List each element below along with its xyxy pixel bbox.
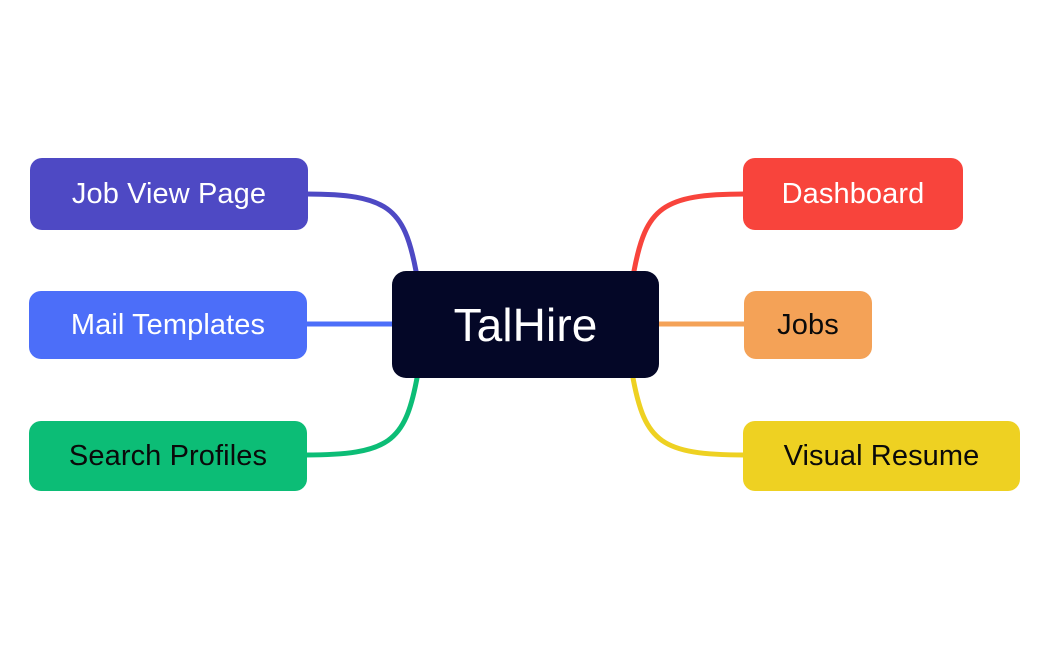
connector-search-profiles (302, 375, 420, 458)
connector-job-view-page (303, 191, 419, 274)
connector-dashboard (631, 191, 748, 274)
mindmap-central-node[interactable]: TalHire (392, 271, 659, 378)
mindmap-node-jobs[interactable]: Jobs (744, 291, 872, 359)
mindmap-node-job-view-page[interactable]: Job View Page (30, 158, 308, 230)
connector-visual-resume (630, 375, 748, 458)
mindmap-node-label: Search Profiles (68, 439, 268, 472)
mindmap-node-label: Visual Resume (783, 439, 980, 472)
mindmap-central-node-label: TalHire (453, 298, 598, 351)
mindmap-node-label: Mail Templates (70, 308, 266, 341)
mindmap-node-label: Dashboard (781, 177, 925, 210)
mindmap-node-visual-resume[interactable]: Visual Resume (743, 421, 1020, 491)
mindmap-node-search-profiles[interactable]: Search Profiles (29, 421, 307, 491)
mindmap-node-label: Job View Page (71, 177, 267, 210)
mindmap-node-label: Jobs (777, 308, 839, 341)
mindmap-node-mail-templates[interactable]: Mail Templates (29, 291, 307, 359)
mindmap-node-dashboard[interactable]: Dashboard (743, 158, 963, 230)
